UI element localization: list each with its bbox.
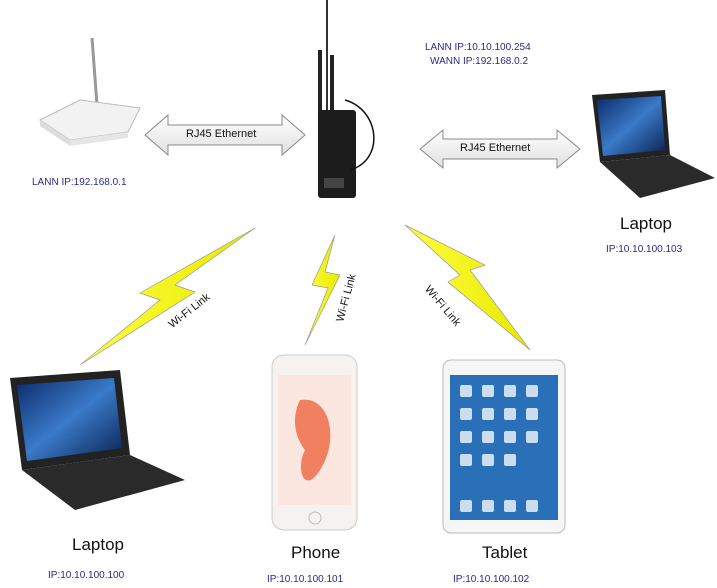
phone-ip: IP:10.10.100.101 — [267, 574, 344, 585]
central-wan-ip: WANN IP:192.168.0.2 — [430, 56, 529, 67]
wifi-router-icon — [39, 37, 141, 146]
laptop-right-name: Laptop — [620, 214, 672, 233]
central-lan-ip: LANN IP:10.10.100.254 — [425, 42, 531, 53]
laptop-right-ip: IP:10.10.100.103 — [606, 244, 683, 255]
ethernet-arrow-right — [419, 128, 581, 170]
industrial-router-icon — [318, 0, 375, 198]
ethernet-label-right: RJ45 Ethernet — [460, 142, 531, 154]
ethernet-label-left: RJ45 Ethernet — [186, 128, 257, 140]
laptop-left-name: Laptop — [72, 535, 124, 554]
gateway-ip: LANN IP:192.168.0.1 — [32, 177, 127, 188]
laptop-left-ip: IP:10.10.100.100 — [48, 570, 125, 581]
wifi-bolt-left — [79, 227, 256, 366]
wifi-bolt-middle — [304, 234, 341, 346]
tablet-ip: IP:10.10.100.102 — [453, 574, 530, 585]
tablet-icon — [442, 359, 566, 534]
phone-name: Phone — [291, 543, 341, 562]
laptop-icon — [10, 370, 185, 510]
laptop-icon — [592, 90, 715, 198]
wifi-bolt-right — [404, 224, 531, 351]
ethernet-arrow-left — [144, 113, 306, 157]
tablet-name: Tablet — [482, 543, 528, 562]
phone-icon — [271, 354, 358, 531]
